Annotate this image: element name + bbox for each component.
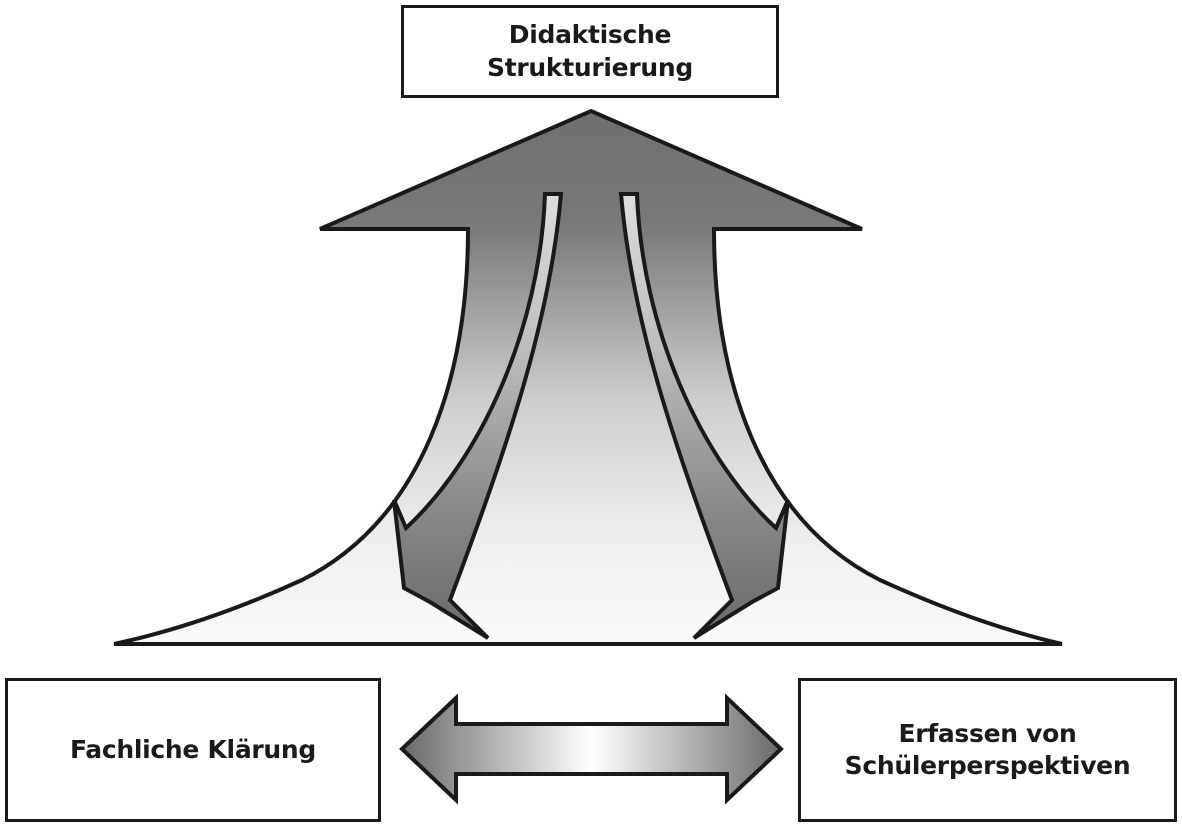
upward-arrow-icon [113, 108, 1063, 646]
left-box-label: Fachliche Klärung [69, 734, 317, 764]
top-box-label: Didaktische Strukturierung [487, 20, 693, 82]
top-box-didaktische-strukturierung: Didaktische Strukturierung [401, 5, 779, 98]
right-box-label-line2: Schülerperspektiven [844, 751, 1131, 780]
right-box-label-line1: Erfassen von [898, 718, 1077, 748]
curved-arrow-left-icon [392, 192, 564, 640]
double-headed-arrow-icon [399, 693, 784, 805]
left-box-fachliche-klaerung: Fachliche Klärung [5, 678, 381, 822]
right-box-schuelerperspektiven: Erfassen von Schülerperspektiven [798, 678, 1177, 822]
curved-arrow-right-icon [618, 192, 790, 640]
